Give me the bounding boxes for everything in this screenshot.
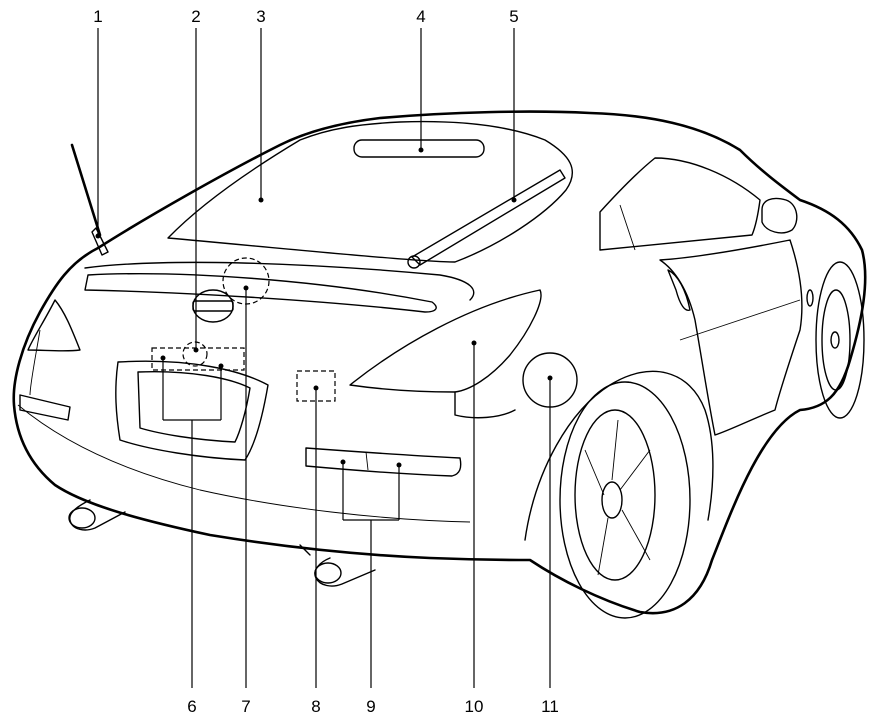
leader-2 <box>193 28 199 353</box>
callout-6: 6 <box>187 697 196 716</box>
front-hub <box>830 331 840 349</box>
leader-5 <box>511 28 517 203</box>
nissan-emblem-bar <box>192 300 234 312</box>
car-illustration <box>12 110 867 619</box>
reflector-divider <box>365 451 369 471</box>
leader-1 <box>95 28 101 239</box>
leader-11 <box>547 375 553 688</box>
license-plate <box>137 370 251 443</box>
rear-spoiler <box>84 273 437 313</box>
callout-numbers: 1 2 3 4 5 6 7 8 9 10 11 <box>93 7 559 716</box>
front-tire <box>815 261 865 419</box>
car-body-outline <box>12 110 867 615</box>
rear-wheel-arch <box>524 370 714 541</box>
callout-5: 5 <box>509 7 518 26</box>
callout-4: 4 <box>416 7 425 26</box>
hidden-location-sensor <box>296 370 336 402</box>
rear-wheel-spokes <box>584 419 651 576</box>
wiper-pivot <box>407 255 421 269</box>
leader-9 <box>340 459 402 688</box>
callout-1: 1 <box>93 7 102 26</box>
leader-4 <box>418 28 424 153</box>
leader-7 <box>243 285 249 688</box>
rear-tire <box>559 381 691 619</box>
leader-lines <box>95 28 553 688</box>
callout-10: 10 <box>465 697 484 716</box>
antenna-mast <box>70 143 102 237</box>
rear-hub <box>601 481 623 519</box>
callout-11: 11 <box>541 697 559 716</box>
high-mount-stop-light <box>353 139 485 158</box>
trunk-lid-edge <box>84 261 475 301</box>
side-mirror <box>761 197 798 234</box>
rear-rim <box>574 409 656 581</box>
rear-window <box>167 120 574 263</box>
body-crease-left <box>29 329 41 396</box>
reflector-left <box>19 394 71 421</box>
rear-wiper-arm <box>411 169 566 266</box>
exhaust-left <box>68 499 126 531</box>
callout-7: 7 <box>241 697 250 716</box>
tail-lamp-left <box>27 299 81 352</box>
door-handle <box>667 269 691 312</box>
rear-reflector-lamp <box>305 447 462 477</box>
side-marker <box>806 289 814 307</box>
tail-lamp-lower-right <box>454 391 516 419</box>
callout-3: 3 <box>256 7 265 26</box>
callout-9: 9 <box>366 697 375 716</box>
tail-lamp-right <box>349 289 542 393</box>
front-rim <box>821 289 851 391</box>
callout-8: 8 <box>311 697 320 716</box>
hidden-location-trunk-opener <box>182 341 208 367</box>
leader-6 <box>160 355 224 688</box>
callout-2: 2 <box>191 7 200 26</box>
leader-3 <box>258 28 264 203</box>
side-window-pillar <box>619 204 636 251</box>
antenna-base <box>91 227 109 256</box>
hidden-location-camera <box>151 347 245 371</box>
body-crease-lower <box>17 404 471 523</box>
leader-10 <box>471 340 477 688</box>
door-outline <box>659 239 803 436</box>
door-crease <box>679 299 801 341</box>
side-window <box>599 157 761 251</box>
leader-8 <box>313 385 319 688</box>
